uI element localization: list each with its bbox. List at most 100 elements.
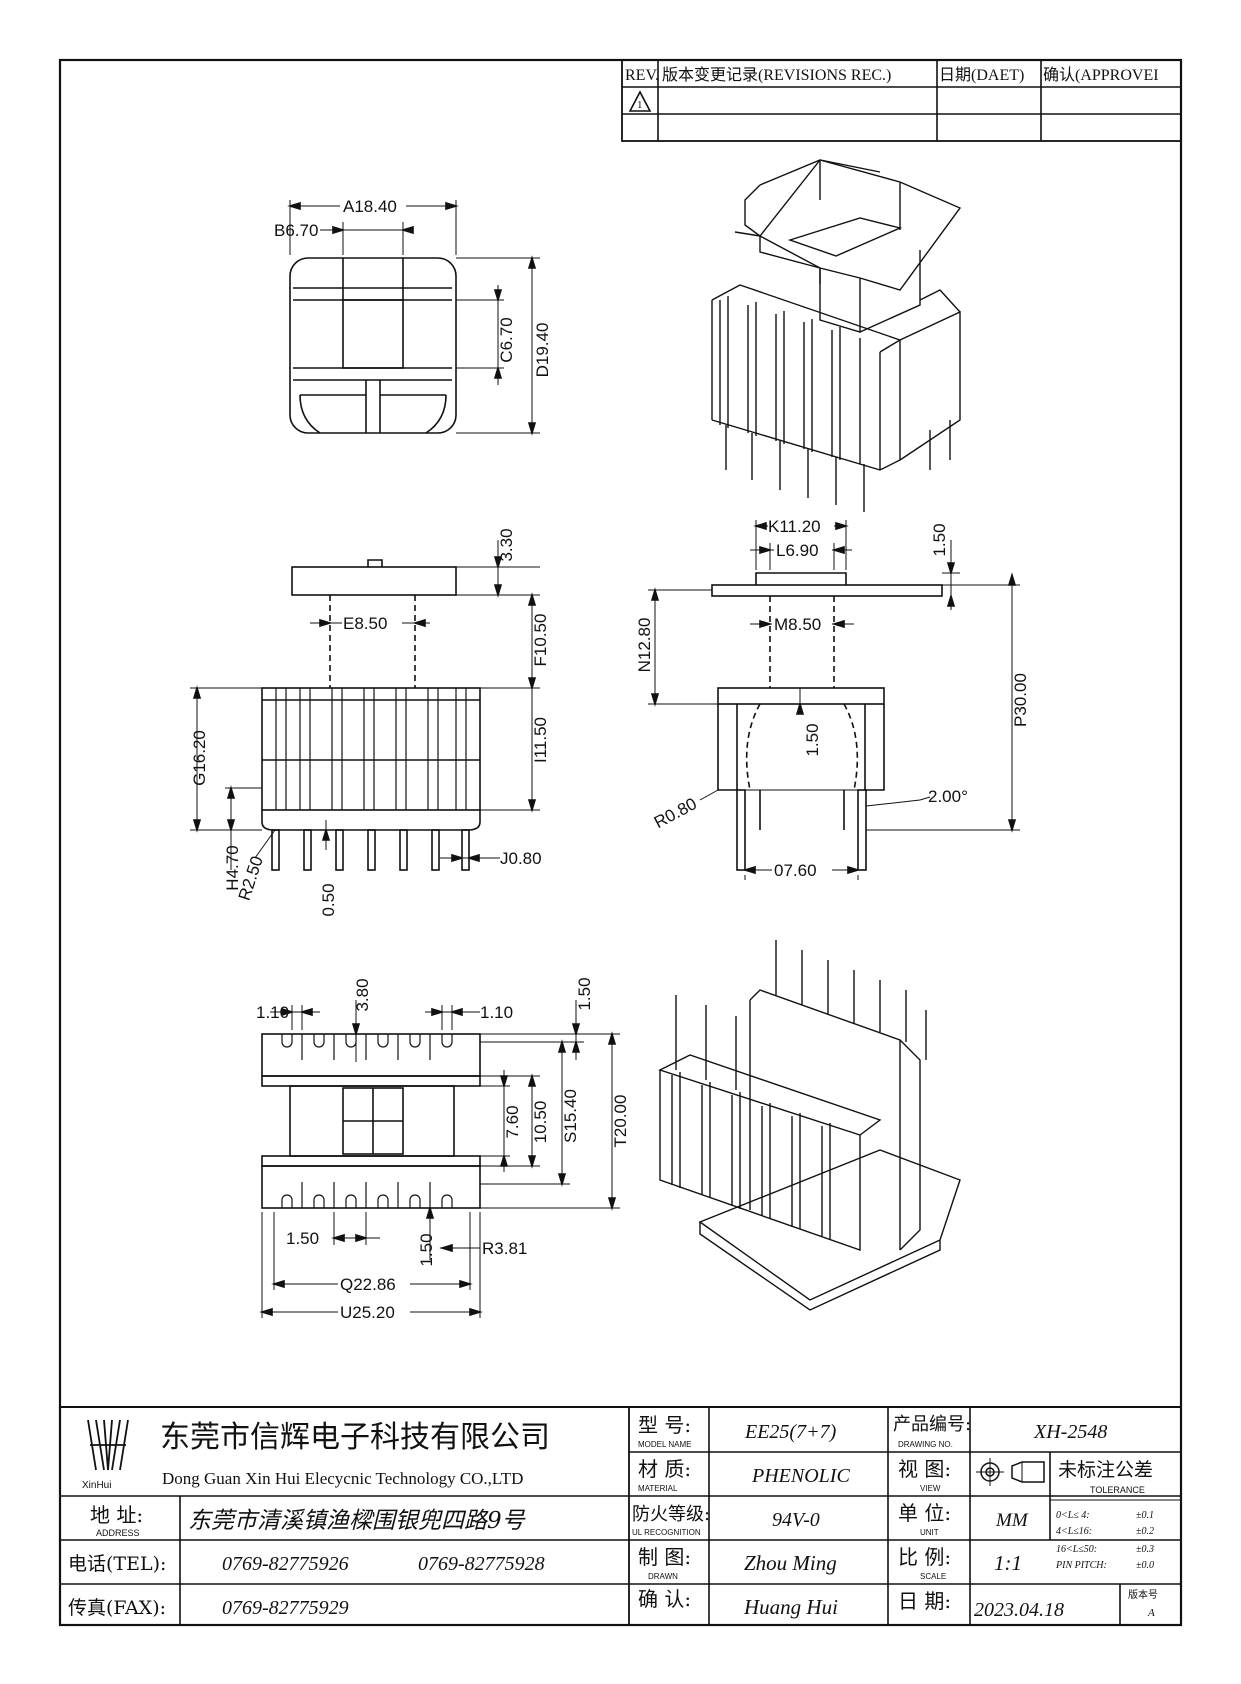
material-label: 材 质: — [638, 1457, 691, 1481]
revision-number: 1 — [637, 99, 643, 111]
tol-row-3-value: ±0.3 — [1136, 1544, 1154, 1555]
top-view: A18.40 B6.70 D19.40 C6.70 — [274, 195, 552, 436]
check-label: 确 认: — [638, 1587, 691, 1611]
dim-e: E8.50 — [343, 614, 387, 633]
dim-g: G16.20 — [190, 730, 209, 786]
xinhui-logo — [87, 1419, 129, 1471]
dim-r0-80: R0.80 — [651, 794, 700, 832]
bottom-view: 1.10 3.80 1.10 1.50 7.60 10.50 S15.40 — [256, 977, 630, 1322]
dim-0-50: 0.50 — [319, 883, 338, 916]
dim-o: 07.60 — [774, 861, 817, 880]
drawn-label-en: DRAWN — [648, 1572, 678, 1581]
tel-2: 0769-82775928 — [418, 1553, 545, 1575]
dim-p: P30.00 — [1011, 673, 1030, 727]
tol-row-2-value: ±0.2 — [1136, 1526, 1154, 1537]
tol-row-3-range: 16<L≤50: — [1056, 1544, 1097, 1555]
date-label: 日 期: — [898, 1589, 951, 1613]
isometric-view-top — [711, 159, 962, 512]
version-value: A — [1147, 1607, 1155, 1619]
dim-front-3-30: 3.30 — [497, 528, 516, 561]
version-label: 版本号 — [1128, 1588, 1158, 1601]
ul-value: 94V-0 — [772, 1509, 820, 1531]
material-value: PHENOLIC — [751, 1465, 850, 1487]
logo-text: XinHui — [82, 1480, 111, 1491]
dim-bottom-1-10-left: 1.10 — [256, 1003, 289, 1022]
first-angle-projection-icon — [976, 1458, 1045, 1486]
tol-row-1-range: 0<L≤ 4: — [1056, 1510, 1090, 1521]
dim-bottom-1-50-low: 1.50 — [417, 1233, 436, 1266]
rev-col-date: 日期(DAET) — [939, 66, 1024, 84]
rev-col-approve: 确认(APPROVEI — [1043, 66, 1159, 84]
tolerance-cn: 未标注公差 — [1058, 1459, 1153, 1481]
company-name-en: Dong Guan Xin Hui Elecycnic Technology C… — [162, 1469, 523, 1488]
dim-b: B6.70 — [274, 221, 318, 240]
front-view: 3.30 E8.50 F10.50 I11.50 G16.20 H4.70 R2… — [190, 528, 550, 917]
dim-angle: 2.00° — [928, 787, 968, 806]
dim-bottom-1-10-right: 1.10 — [480, 1003, 513, 1022]
dim-bottom-1-50-top: 1.50 — [575, 977, 594, 1010]
view-label-en: VIEW — [920, 1484, 941, 1493]
tel-1: 0769-82775926 — [222, 1553, 349, 1575]
drawn-value: Zhou Ming — [744, 1551, 837, 1575]
scale-label: 比 例: — [898, 1545, 951, 1569]
unit-label: 单 位: — [898, 1501, 951, 1525]
drawing-no-label: 产品编号: — [893, 1414, 971, 1435]
address-value: 东莞市清溪镇渔樑围银兜四路9号 — [188, 1508, 526, 1534]
rev-col-record: 版本变更记录(REVISIONS REC.) — [662, 66, 891, 84]
dim-bottom-10-50: 10.50 — [531, 1101, 550, 1144]
ul-label: 防火等级: — [632, 1504, 710, 1525]
scale-value: 1:1 — [994, 1551, 1022, 1575]
revision-triangle-icon — [628, 90, 652, 112]
dim-u: U25.20 — [340, 1303, 395, 1322]
dim-bottom-7-60: 7.60 — [503, 1105, 522, 1138]
dim-bottom-3-80: 3.80 — [353, 978, 372, 1011]
material-label-en: MATERIAL — [638, 1484, 678, 1493]
tol-row-1-value: ±0.1 — [1136, 1510, 1154, 1521]
dim-side-1-50-top: 1.50 — [930, 523, 949, 556]
unit-value: MM — [995, 1510, 1029, 1531]
drawing-border — [58, 58, 1183, 1627]
dim-bottom-1-50-pitch: 1.50 — [286, 1229, 319, 1248]
view-label: 视 图: — [898, 1457, 951, 1481]
dim-s: S15.40 — [561, 1089, 580, 1143]
rev-col-rev: REV. — [625, 67, 659, 84]
model-value: EE25(7+7) — [744, 1421, 837, 1443]
dim-m: M8.50 — [774, 615, 821, 634]
isometric-view-bottom — [658, 940, 961, 1311]
dim-q: Q22.86 — [340, 1275, 396, 1294]
address-label: 地 址: — [90, 1503, 143, 1527]
ul-label-en: UL RECOGNITION — [632, 1528, 701, 1537]
tol-row-2-range: 4<L≤16: — [1056, 1526, 1092, 1537]
dim-j: J0.80 — [500, 849, 542, 868]
dim-k: K11.20 — [768, 517, 821, 536]
unit-label-en: UNIT — [920, 1528, 939, 1537]
fax-label: 传真(FAX): — [68, 1597, 166, 1619]
side-view: K11.20 L6.90 1.50 N12.80 M8.50 1.50 P30.… — [635, 516, 1030, 880]
scale-label-en: SCALE — [920, 1572, 946, 1581]
dim-l: L6.90 — [776, 541, 819, 560]
drawn-label: 制 图: — [638, 1545, 691, 1569]
fax-value: 0769-82775929 — [222, 1597, 349, 1619]
dim-f: F10.50 — [531, 614, 550, 667]
dim-c: C6.70 — [497, 317, 516, 362]
dim-h: H4.70 — [223, 845, 242, 890]
title-block — [60, 1406, 1181, 1625]
tol-row-4-value: ±0.0 — [1136, 1560, 1154, 1571]
model-label-en: MODEL NAME — [638, 1440, 692, 1449]
tol-row-4-range: PIN PITCH: — [1055, 1560, 1107, 1571]
dim-d: D19.40 — [533, 323, 552, 378]
model-label: 型 号: — [638, 1413, 691, 1437]
dim-t: T20.00 — [611, 1095, 630, 1148]
drawing-no-value: XH-2548 — [1033, 1421, 1107, 1443]
dim-r3-81: R3.81 — [482, 1239, 527, 1258]
company-name-cn: 东莞市信辉电子科技有限公司 — [160, 1420, 550, 1455]
dim-a: A18.40 — [343, 197, 397, 216]
tel-label: 电话(TEL): — [68, 1553, 166, 1575]
check-value: Huang Hui — [743, 1595, 838, 1619]
dim-n: N12.80 — [635, 618, 654, 673]
dim-i: I11.50 — [531, 717, 550, 763]
dim-side-1-50-mid: 1.50 — [803, 723, 822, 756]
date-value: 2023.04.18 — [974, 1599, 1064, 1621]
